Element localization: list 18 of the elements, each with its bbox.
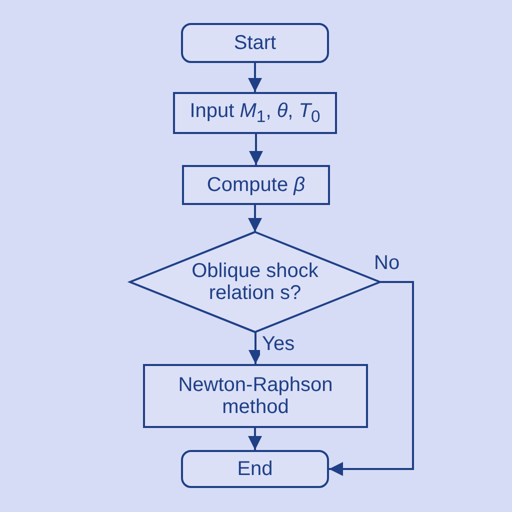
arrow xyxy=(248,332,262,364)
arrow xyxy=(248,205,262,232)
terminal-box xyxy=(181,23,329,63)
node-label: Oblique shock relation s? xyxy=(190,260,320,304)
arrow xyxy=(248,63,262,92)
edge-label: Yes xyxy=(260,333,297,356)
process-box xyxy=(173,92,337,134)
arrow xyxy=(249,134,263,165)
node-label: Start xyxy=(232,32,278,54)
node-label: End xyxy=(236,458,274,480)
process-box xyxy=(143,364,368,428)
node-label: Input M$_{1}$, θ, T$_{0}$ xyxy=(188,100,322,126)
process-box xyxy=(182,165,330,205)
arrow xyxy=(248,428,262,450)
node-label: Compute β xyxy=(206,174,306,196)
node-label: Newton-Raphson method xyxy=(177,374,334,418)
terminal-box xyxy=(181,450,329,488)
arrow xyxy=(329,281,414,476)
